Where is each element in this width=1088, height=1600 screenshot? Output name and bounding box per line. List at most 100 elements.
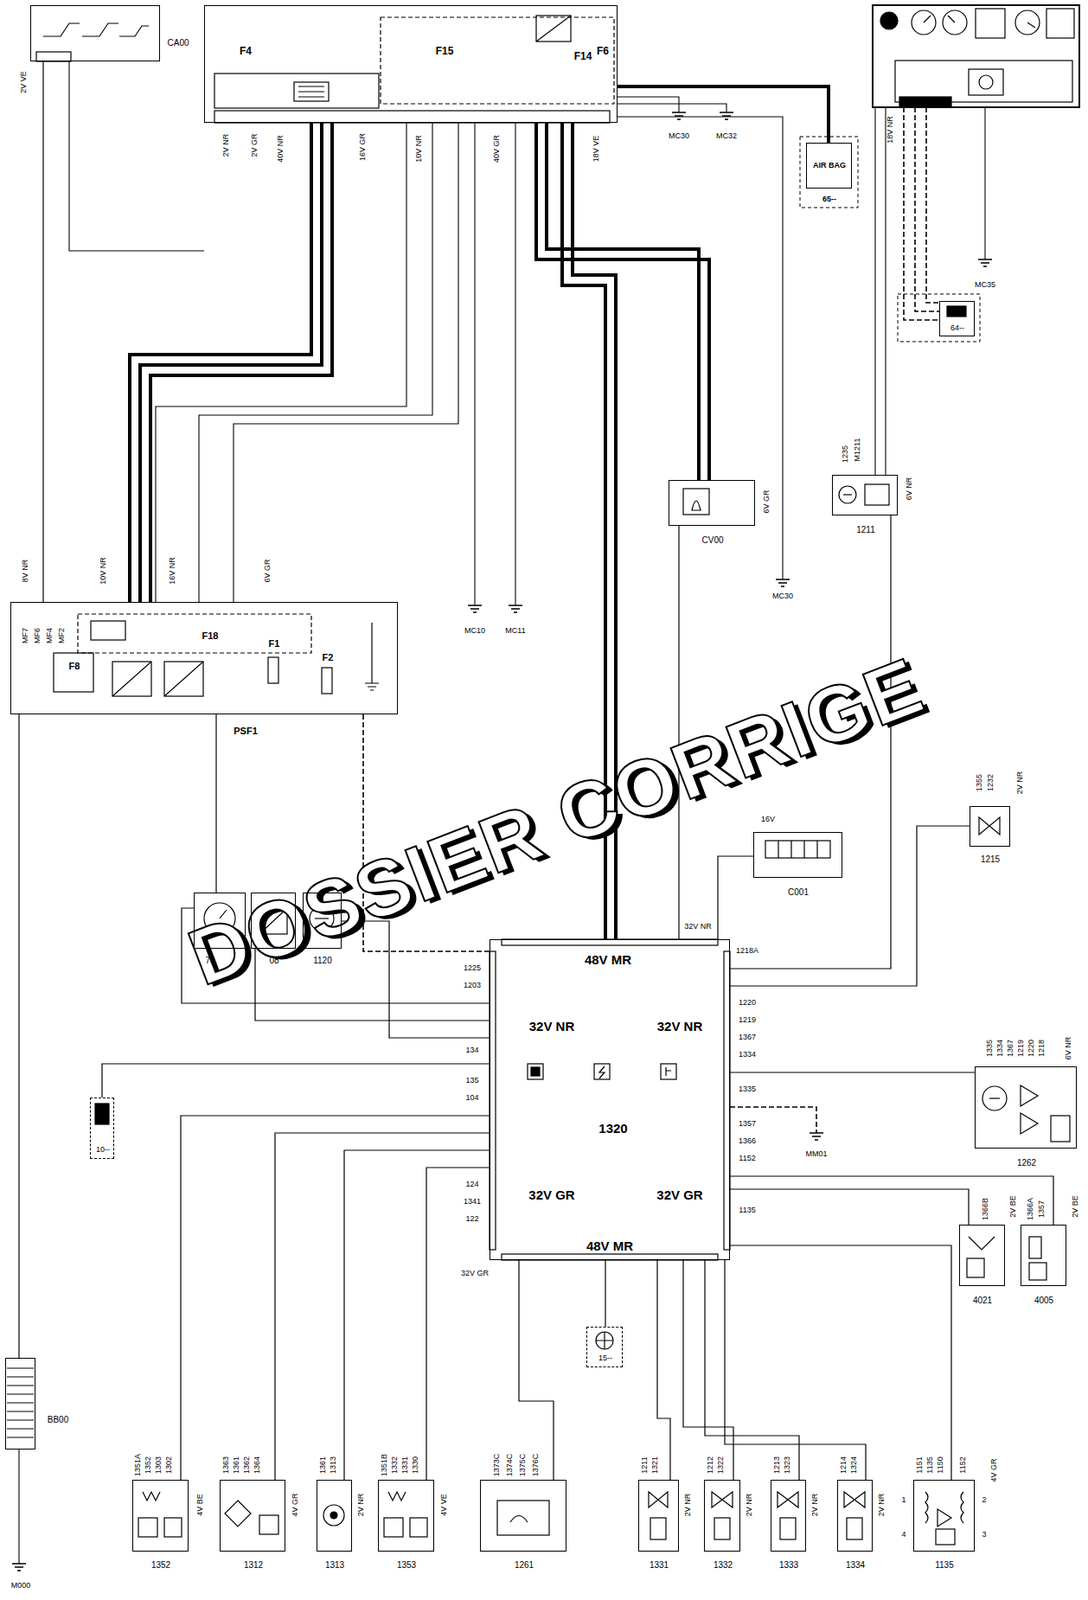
component-symbol xyxy=(683,488,710,515)
psf1-internals xyxy=(321,667,333,694)
component-symbol xyxy=(937,1509,952,1527)
ground-symbol xyxy=(12,112,992,1571)
wire xyxy=(69,61,205,251)
wire-spec: 2V NR xyxy=(357,1493,366,1517)
component-box: 10-- xyxy=(89,1097,115,1159)
wire-spec: 2V BE xyxy=(1009,1195,1018,1218)
component-label: 48V MR xyxy=(586,1239,634,1255)
wire-number: 1357 xyxy=(738,1120,756,1129)
component-label: 15-- xyxy=(598,1354,613,1364)
wire-number: 1367 xyxy=(1006,1039,1016,1057)
pin-number: 1 xyxy=(901,1496,906,1505)
wire-spec: 18V VE xyxy=(592,135,602,163)
wire-spec: 16V GR xyxy=(358,133,368,161)
wire-spec: 18V NR xyxy=(886,115,896,144)
wire xyxy=(155,122,407,602)
wire-number: 1303 xyxy=(154,1456,164,1474)
dashed-wire xyxy=(903,107,940,320)
wire-number: 1334 xyxy=(738,1050,756,1060)
wire xyxy=(874,107,876,475)
component-label: F15 xyxy=(435,45,455,58)
wire-spec: 32V GR xyxy=(460,1269,489,1279)
wire-number: 1321 xyxy=(651,1456,660,1474)
component-symbol xyxy=(259,1515,279,1535)
instrument-panel xyxy=(899,96,952,108)
wire-number: 1366B xyxy=(981,1197,991,1221)
bsi-internals xyxy=(294,82,329,102)
component-label: 64-- xyxy=(950,324,965,333)
ground-label: MC35 xyxy=(974,281,996,290)
wire-bundle xyxy=(140,122,322,602)
component-label: 32V GR xyxy=(656,1188,703,1204)
psf1-internals xyxy=(268,657,279,684)
bsi-internals xyxy=(214,15,615,123)
component-label: 32V NR xyxy=(657,1019,704,1035)
component-symbol xyxy=(95,1103,109,1125)
component-symbol xyxy=(6,1368,34,1438)
wire-number: 1355 xyxy=(975,774,985,792)
wire-connector xyxy=(275,1132,490,1480)
dashed-enclosure xyxy=(800,136,980,342)
instrument-panel xyxy=(895,60,1073,103)
wire-number: 1220 xyxy=(738,998,756,1008)
wire-spec: 2V NR xyxy=(811,1493,820,1517)
component-symbol xyxy=(714,1517,730,1540)
wire-number: 1323 xyxy=(783,1456,793,1474)
wire-connector xyxy=(518,1260,554,1480)
wire-number: 1322 xyxy=(716,1456,726,1474)
wire-connector xyxy=(729,1071,975,1073)
wire-spec: 40V NR xyxy=(276,134,286,163)
component-symbol xyxy=(989,1097,1000,1099)
wire-number: 1220 xyxy=(1027,1039,1037,1057)
component-symbol xyxy=(650,1517,666,1540)
component-symbol xyxy=(925,1491,928,1524)
wire-number: 1332 xyxy=(390,1456,400,1474)
ground-label: MC30 xyxy=(668,132,690,141)
component-label: C001 xyxy=(787,887,809,897)
component-symbol xyxy=(864,484,890,506)
wire-number: 1334 xyxy=(996,1039,1005,1057)
component-label: 32V NR xyxy=(529,1019,576,1035)
component-box: 1262 xyxy=(974,1066,1077,1149)
component-symbol xyxy=(844,1491,865,1508)
wire-spec: 6V GR xyxy=(263,558,273,583)
component-label: F2 xyxy=(322,652,334,663)
psf1-internals xyxy=(53,652,94,692)
wire-number: 1150 xyxy=(936,1456,946,1473)
ground-label: MC10 xyxy=(464,627,486,636)
component-label: F18 xyxy=(202,630,219,641)
wire-number: 1361 xyxy=(232,1456,242,1474)
wire-spec: 8V NR xyxy=(21,559,31,583)
component-box: 1312 xyxy=(219,1479,286,1552)
wire-number: 1335 xyxy=(738,1085,756,1095)
wire-connector xyxy=(18,714,20,1358)
wire-connector xyxy=(729,825,970,986)
component-symbol xyxy=(966,1258,985,1278)
dashed-enclosure xyxy=(800,136,858,208)
wire-connector xyxy=(724,1260,866,1480)
component-label: 10-- xyxy=(96,1145,110,1155)
component-label: 1135 xyxy=(934,1560,954,1570)
pin-number: 4 xyxy=(901,1530,906,1540)
component-label: 1333 xyxy=(779,1560,799,1570)
ground-symbol xyxy=(775,579,790,587)
ground-label: MC30 xyxy=(772,592,794,602)
ground-label: MM01 xyxy=(805,1150,827,1159)
wire-number: MF7 xyxy=(21,627,31,644)
ground-symbol xyxy=(508,605,523,613)
ground-symbol xyxy=(12,1563,26,1571)
psf1-internals xyxy=(164,661,204,697)
component-box: 4021 xyxy=(959,1224,1005,1287)
component-symbol xyxy=(142,1491,160,1501)
component-label: BB00 xyxy=(47,1414,69,1425)
wire-spec: 10V NR xyxy=(99,556,109,585)
ground-symbol xyxy=(719,112,734,120)
wire-number: 1366A xyxy=(1026,1197,1036,1221)
component-symbol xyxy=(6,306,1070,1545)
component-symbol xyxy=(384,1517,404,1537)
component-symbol xyxy=(1029,1262,1047,1280)
ignition-switch-symbol xyxy=(36,23,149,62)
component-label: 1353 xyxy=(396,1560,416,1570)
wire-spec: 2V NR xyxy=(684,1493,693,1517)
wire-number: 1214 xyxy=(839,1456,849,1474)
